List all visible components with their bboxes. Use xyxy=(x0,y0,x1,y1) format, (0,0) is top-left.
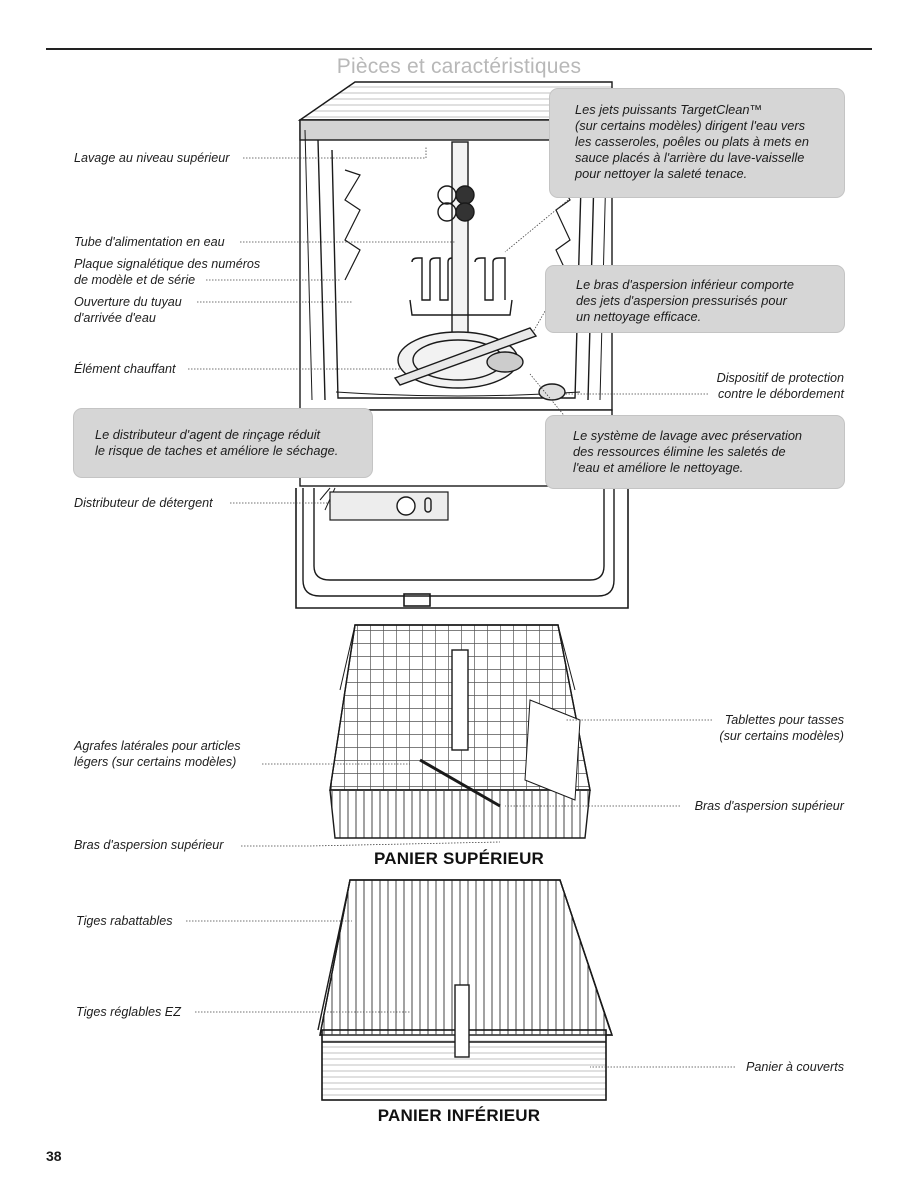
lower-rack-heading: PANIER INFÉRIEUR xyxy=(377,1106,541,1125)
upper-rack-drawing xyxy=(329,624,591,839)
label-upper-wash: Lavage au niveau supérieur xyxy=(74,151,230,165)
callout-line: un nettoyage efficace. xyxy=(576,309,702,324)
label-line: Plaque signalétique des numéros xyxy=(74,257,261,271)
label-line: contre le débordement xyxy=(717,387,844,401)
label-line: légers (sur certains modèles) xyxy=(74,755,237,769)
callout-line: sauce placés à l'arrière du lave-vaissel… xyxy=(575,150,805,165)
callout-lower-spray-arm: Le bras d'aspersion inférieur comporte d… xyxy=(545,265,845,333)
label-line: de modèle et de série xyxy=(74,273,196,287)
top-rule xyxy=(46,48,872,50)
label-detergent-dispenser: Distributeur de détergent xyxy=(74,496,213,510)
page-number: 38 xyxy=(46,1148,62,1164)
label-upper-spray-arm-right: Bras d'aspersion supérieur xyxy=(694,799,844,813)
label-rating-plate: Plaque signalétique des numéros de modèl… xyxy=(74,256,260,288)
callout-rinse-aid: Le distributeur d'agent de rinçage rédui… xyxy=(73,408,373,478)
label-line: (sur certains modèles) xyxy=(719,729,844,743)
upper-rack-heading: PANIER SUPÉRIEUR xyxy=(373,849,545,868)
label-overfill-protection: Dispositif de protection contre le débor… xyxy=(717,370,844,402)
page-title: Pièces et caractéristiques xyxy=(336,55,582,78)
label-line: Agrafes latérales pour articles xyxy=(74,739,241,753)
callout-line: le risque de taches et améliore le sécha… xyxy=(95,443,339,458)
callout-line: les casseroles, poêles ou plats à mets e… xyxy=(575,134,810,149)
callout-line: des jets d'aspersion pressurisés pour xyxy=(576,293,787,308)
label-fold-down-tines: Tiges rabattables xyxy=(76,914,173,928)
callout-line: pour nettoyer la saleté tenace. xyxy=(575,166,748,181)
label-water-feed-tube: Tube d'alimentation en eau xyxy=(74,235,225,249)
callout-resource-system: Le système de lavage avec préservation d… xyxy=(545,415,845,489)
leader-lines xyxy=(186,146,735,1068)
callout-line: (sur certains modèles) dirigent l'eau ve… xyxy=(575,118,806,133)
label-ez-tines: Tiges réglables EZ xyxy=(76,1005,181,1019)
callout-line: Le distributeur d'agent de rinçage rédui… xyxy=(95,427,321,442)
lower-rack-drawing xyxy=(317,879,613,1101)
callout-line: Les jets puissants TargetClean™ xyxy=(575,102,763,117)
callout-line: des ressources élimine les saletés de xyxy=(573,444,786,459)
callout-line: Le système de lavage avec préservation xyxy=(573,428,803,443)
label-inlet-opening: Ouverture du tuyau d'arrivée d'eau xyxy=(74,294,182,326)
label-line: Tablettes pour tasses xyxy=(724,713,844,727)
label-line: d'arrivée d'eau xyxy=(74,311,156,325)
label-cup-shelves: Tablettes pour tasses (sur certains modè… xyxy=(719,712,844,744)
callout-line: l'eau et améliore le nettoyage. xyxy=(573,460,744,475)
label-silverware-basket: Panier à couverts xyxy=(745,1060,844,1074)
label-heating-element: Élément chauffant xyxy=(74,362,176,376)
callout-line: Le bras d'aspersion inférieur comporte xyxy=(576,277,794,292)
label-upper-spray-arm-left: Bras d'aspersion supérieur xyxy=(74,838,224,852)
label-side-clips: Agrafes latérales pour articles légers (… xyxy=(74,738,241,770)
callout-targetclean: Les jets puissants TargetClean™ (sur cer… xyxy=(549,88,845,198)
label-line: Ouverture du tuyau xyxy=(74,295,182,309)
label-line: Dispositif de protection xyxy=(716,371,844,385)
